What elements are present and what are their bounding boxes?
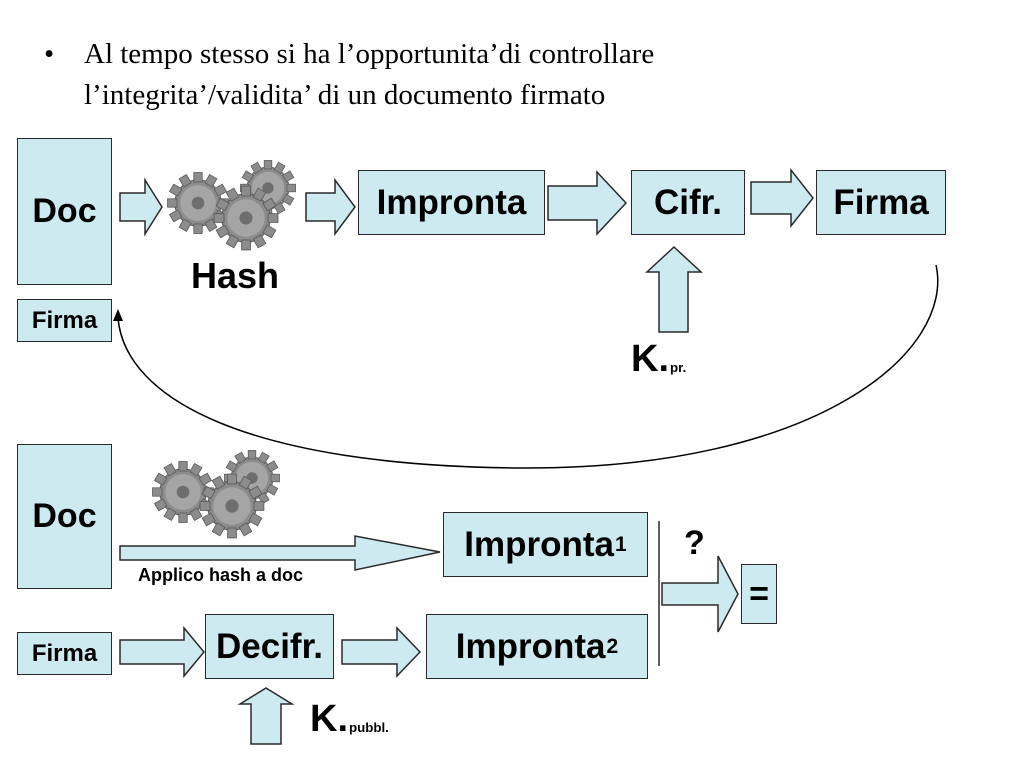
- arrow-decifr-to-impronta2: [341, 626, 422, 678]
- arrow-kpr-up: [645, 245, 703, 333]
- firma-box-bottom: Firma: [17, 632, 112, 675]
- arrow-firma-to-decifr: [119, 625, 205, 679]
- key-private-main: K.: [631, 338, 669, 380]
- bullet-dot: •: [44, 38, 55, 70]
- bullet-line-2: l’integrita’/validita’ di un documento f…: [84, 79, 606, 111]
- applico-label: Applico hash a doc: [138, 565, 304, 585]
- impronta1-main: Impronta: [464, 524, 615, 564]
- doc-label-top: Doc: [32, 192, 97, 230]
- decifr-box: Decifr.: [205, 614, 334, 679]
- key-private-label: K.pr.: [631, 338, 686, 381]
- doc-box-top: Doc: [17, 138, 112, 285]
- bullet-line-1: Al tempo stesso si ha l’opportunita’di c…: [84, 38, 655, 70]
- arrow-impronta-to-cifr: [547, 170, 628, 236]
- impronta2-main: Impronta: [455, 626, 606, 666]
- impronta-box-top: Impronta: [358, 170, 545, 235]
- key-public-label: K.pubbl.: [310, 698, 389, 741]
- firma-box-top: Firma: [816, 170, 946, 235]
- equals-label: =: [749, 574, 769, 613]
- question-mark: ?: [684, 524, 705, 562]
- arrow-cifr-to-firma: [750, 167, 814, 229]
- return-curve-arrowhead: [113, 309, 123, 321]
- firma-label-top: Firma: [833, 182, 929, 222]
- key-private-sub: pr.: [670, 360, 687, 376]
- cifr-label: Cifr.: [653, 182, 723, 222]
- doc-label-bottom: Doc: [32, 497, 97, 535]
- gear-icon-hash-bottom: [152, 449, 281, 539]
- firma-label-small-top: Firma: [31, 306, 98, 334]
- firma-box-small-top: Firma: [17, 299, 112, 342]
- impronta1-sub: 1: [615, 532, 627, 556]
- key-public-main: K.: [310, 698, 348, 740]
- arrow-hash-to-impronta: [305, 177, 356, 237]
- hash-label: Hash: [191, 255, 280, 296]
- equals-box: =: [741, 564, 777, 624]
- return-curve-arrow: [117, 264, 939, 469]
- arrow-kpubbl-up: [237, 687, 295, 745]
- doc-box-bottom: Doc: [17, 444, 112, 589]
- decifr-label: Decifr.: [216, 626, 323, 666]
- arrow-doc-to-hash: [119, 177, 163, 237]
- impronta-label-top: Impronta: [376, 182, 527, 222]
- firma-label-bottom: Firma: [31, 639, 98, 667]
- gear-icon-hash-top: [167, 159, 297, 251]
- arrow-applico-hash: [119, 535, 441, 571]
- impronta2-sub: 2: [606, 634, 619, 658]
- key-public-sub: pubbl.: [349, 720, 389, 736]
- arrow-compare-to-equals: [661, 555, 739, 633]
- cifr-box: Cifr.: [631, 170, 745, 235]
